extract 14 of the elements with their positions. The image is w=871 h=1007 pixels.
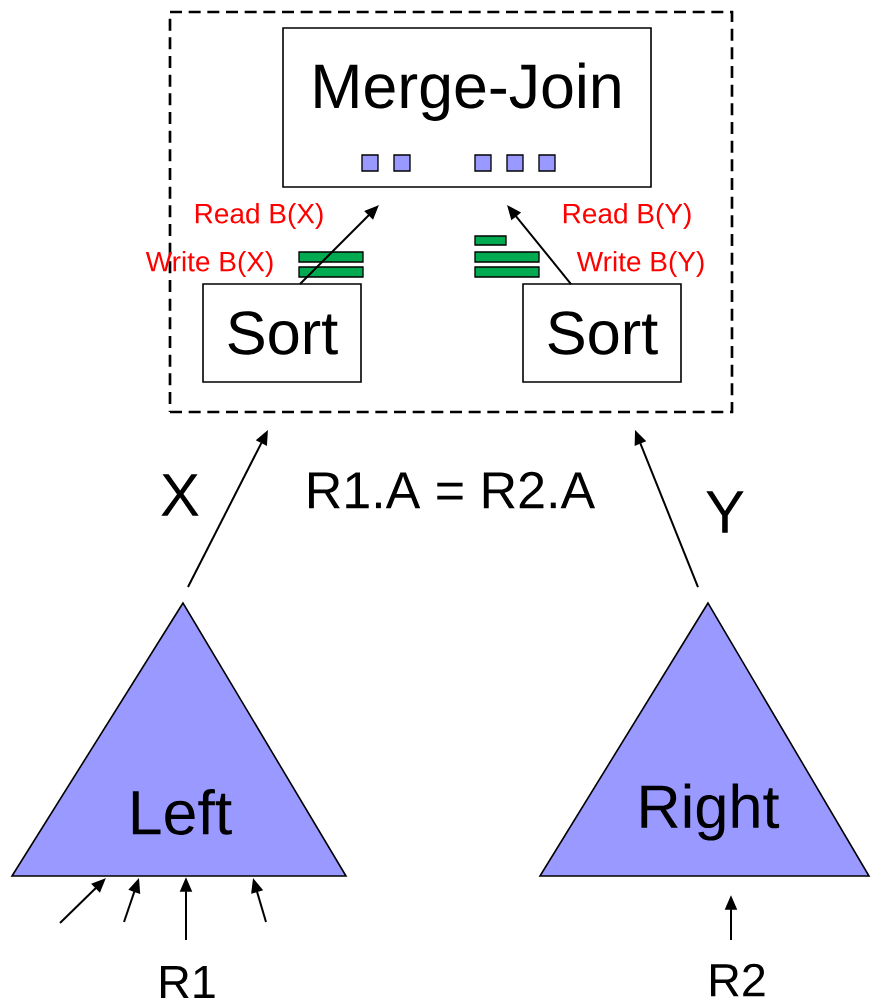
annotation: Write B(X) xyxy=(145,250,273,278)
relation-label: R1 xyxy=(161,965,215,999)
edge-label: Y xyxy=(706,491,744,533)
arrow xyxy=(299,205,379,285)
annotation: Read B(Y) xyxy=(563,202,691,230)
operator-box: Sort xyxy=(522,283,682,383)
operator-box: Sort xyxy=(202,283,362,383)
arrow xyxy=(59,878,106,924)
operator-box: Merge-Join xyxy=(282,27,652,188)
relation-label: R2 xyxy=(711,963,765,997)
condition-label: R1.A = R2.A xyxy=(309,471,596,509)
annotation: Write B(Y) xyxy=(576,250,704,278)
annotation: Read B(X) xyxy=(195,202,323,230)
edge-label: X xyxy=(161,474,199,516)
